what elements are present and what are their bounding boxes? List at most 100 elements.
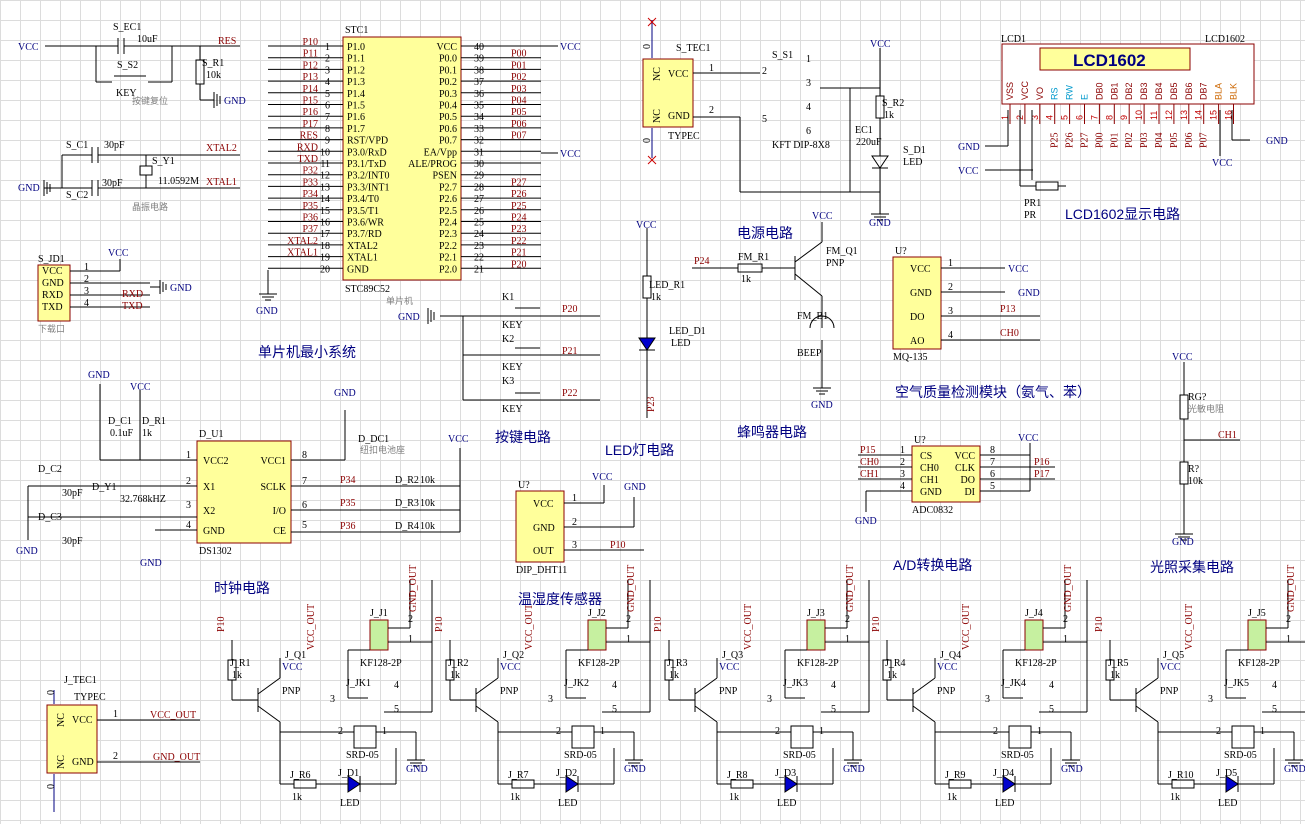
relay-label: SRD-05 xyxy=(346,750,379,761)
stc-left-pin-name: P1.5 xyxy=(347,101,365,112)
adc-right-pin: DI xyxy=(964,487,975,498)
rtc-p34: P34 xyxy=(340,475,356,486)
jd-pin-name: RXD xyxy=(42,290,63,301)
relay-label: GND_OUT xyxy=(1286,565,1297,612)
buzz-bv: BEEP xyxy=(797,348,822,359)
psw-ec: EC1 xyxy=(855,125,873,136)
psw-ecv: 220uF xyxy=(856,137,882,148)
relay-terminal-block xyxy=(369,619,389,651)
rtc-p35: P35 xyxy=(340,498,356,509)
typec-zero: 0 xyxy=(642,138,653,143)
relay-label: 1k xyxy=(292,792,302,803)
buzz-b: FM_B1 xyxy=(797,311,828,322)
relay-label: SRD-05 xyxy=(564,750,597,761)
mq-do-net: P13 xyxy=(1000,304,1016,315)
rtc-vcc-r: VCC xyxy=(448,434,469,445)
stc-right-pin-name: P0.0 xyxy=(439,54,457,65)
relay-label: GND_OUT xyxy=(626,565,637,612)
led-rv: 1k xyxy=(651,292,661,303)
stc-left-pin-name: P1.3 xyxy=(347,77,365,88)
lcd-pin-num: 15 xyxy=(1209,110,1219,120)
stc-right-net: P24 xyxy=(511,213,527,224)
relay-label: J_R8 xyxy=(727,770,748,781)
relay-label: 1 xyxy=(626,634,631,645)
jd-pin-name: TXD xyxy=(42,302,63,313)
relay-label: J_JK3 xyxy=(783,678,808,689)
jd-ref: S_JD1 xyxy=(38,254,65,265)
jd-pin-num: 3 xyxy=(84,286,89,297)
rtc-r3: D_R3 xyxy=(395,498,419,509)
stc-right-pin-name: P0.4 xyxy=(439,101,457,112)
jd-gnd: GND xyxy=(170,283,192,294)
relay-label: VCC xyxy=(719,662,740,673)
psw-d1: S_D1 xyxy=(903,145,926,156)
lcd-pin-num: 10 xyxy=(1134,110,1144,120)
rtc-right-pin: CE xyxy=(273,526,286,537)
rtc-r3v: 10k xyxy=(420,498,435,509)
stc-right-net: P03 xyxy=(511,84,527,95)
mq-pin-name: GND xyxy=(910,288,932,299)
jd-note: 下载口 xyxy=(38,323,65,334)
stc-left-net: P34 xyxy=(302,189,318,200)
relay-led-resistor xyxy=(511,779,535,789)
title-buzzer: 蜂鸣器电路 xyxy=(737,424,807,440)
stc-left-pin-name: P1.4 xyxy=(347,89,365,100)
lcd-part: LCD1602 xyxy=(1205,34,1245,45)
stc-left-net: XTAL1 xyxy=(287,248,318,259)
stc-left-pin-num: 3 xyxy=(325,65,330,76)
rtc-right-pin: I/O xyxy=(273,506,286,517)
rtc-left-pin: X1 xyxy=(203,482,215,493)
reset-gnd: GND xyxy=(224,96,246,107)
stc-right-pin-num: 28 xyxy=(474,182,484,193)
adc-part: ADC0832 xyxy=(912,505,953,516)
relay-label: J_R1 xyxy=(230,658,251,669)
relay-label: 1 xyxy=(382,726,387,737)
stc-right-pin-num: 38 xyxy=(474,65,484,76)
relay-label: 3 xyxy=(1208,694,1213,705)
stc-left-pin-num: 5 xyxy=(325,89,330,100)
stc-right-pin-name: ALE/PROG xyxy=(408,159,457,170)
stc-right-pin-num: 33 xyxy=(474,124,484,135)
relay-led-resistor xyxy=(948,779,972,789)
typec-nc-pin: NC xyxy=(56,713,67,727)
led-vcc: VCC xyxy=(636,220,657,231)
relay-label: J_R10 xyxy=(1168,770,1194,781)
dht-vcc: VCC xyxy=(592,472,613,483)
relay-label: P10 xyxy=(653,616,664,632)
jtec-ref: J_TEC1 xyxy=(64,675,97,686)
stc-left-net: P17 xyxy=(302,119,318,130)
reset-note: 按键复位 xyxy=(132,95,168,106)
ldr-net: CH1 xyxy=(1218,430,1237,441)
lcd-vcc-r: VCC xyxy=(1212,158,1233,169)
relay-label: KF128-2P xyxy=(797,658,839,669)
stc-left-net: XTAL2 xyxy=(287,236,318,247)
jtec-part: TYPEC xyxy=(74,692,106,703)
adc-right-num: 7 xyxy=(990,457,995,468)
typec-pin-num: 2 xyxy=(709,105,714,116)
stc-right-pin-name: P0.2 xyxy=(439,77,457,88)
adc-left-pin: CH1 xyxy=(920,475,939,486)
rtc-left-pin: VCC2 xyxy=(203,456,229,467)
xtal-c1-val: 30pF xyxy=(104,140,125,151)
relay-label: LED xyxy=(995,798,1014,809)
relay-led-resistor xyxy=(293,779,317,789)
rtc-r1-ref: D_R1 xyxy=(142,416,166,427)
stc-right-net: P01 xyxy=(511,60,527,71)
dht-gnd: GND xyxy=(624,482,646,493)
relay-label: J_Q1 xyxy=(285,650,306,661)
relay-label: 1k xyxy=(669,670,679,681)
relay-label: J_Q4 xyxy=(940,650,961,661)
relay-label: KF128-2P xyxy=(578,658,620,669)
typec-vcc-pin: VCC xyxy=(72,715,93,726)
adc-right-pin: VCC xyxy=(954,451,975,462)
adc-right-num: 8 xyxy=(990,445,995,456)
relay-label: 1 xyxy=(819,726,824,737)
relay-label: GND xyxy=(406,764,428,775)
stc-left-pin-num: 7 xyxy=(325,112,330,123)
stc-right-pin-num: 34 xyxy=(474,112,484,123)
lcd-pin-net: P02 xyxy=(1124,132,1135,148)
rtc-r2v: 10k xyxy=(420,475,435,486)
xtal-note: 晶振电路 xyxy=(132,201,168,212)
relay-led xyxy=(1225,775,1239,793)
